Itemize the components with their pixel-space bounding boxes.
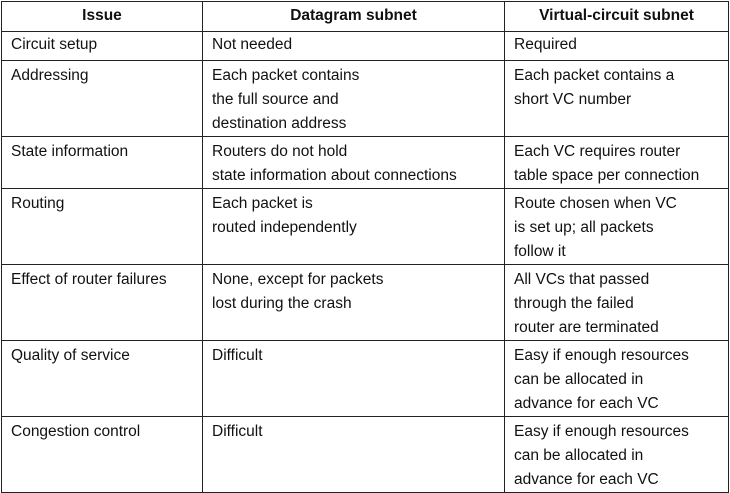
cell-line: Each packet is [212, 195, 313, 212]
cell-line: Each packet contains a [514, 67, 675, 84]
datagram-cell: Each packet is routed independently [202, 188, 505, 265]
cell-line: can be allocated in [514, 447, 644, 464]
issue-cell: Quality of service [1, 340, 203, 417]
header-virtual-circuit-subnet: Virtual-circuit subnet [504, 1, 729, 32]
issue-cell: Circuit setup [1, 31, 203, 61]
cell-line: table space per connection [514, 167, 700, 184]
cell-line: Difficult [212, 347, 263, 364]
cell-line: Each VC requires router [514, 143, 681, 160]
table-row: Congestion control Difficult Easy if eno… [1, 416, 729, 493]
cell-line: can be allocated in [514, 371, 644, 388]
cell-line: short VC number [514, 91, 632, 108]
issue-cell: Congestion control [1, 416, 203, 493]
vc-cell: Easy if enough resources can be allocate… [504, 340, 729, 417]
header-issue: Issue [1, 1, 203, 32]
issue-cell: Effect of router failures [1, 264, 203, 341]
datagram-cell: Difficult [202, 340, 505, 417]
cell-line: destination address [212, 115, 347, 132]
vc-cell: Each VC requires router table space per … [504, 136, 729, 189]
table-row: Quality of service Difficult Easy if eno… [1, 340, 729, 417]
cell-line: State information [11, 143, 129, 160]
cell-line: Quality of service [11, 347, 130, 364]
header-datagram-subnet: Datagram subnet [202, 1, 505, 32]
datagram-cell: Not needed [202, 31, 505, 61]
table-header-row: Issue Datagram subnet Virtual-circuit su… [1, 1, 729, 32]
cell-line: Addressing [11, 67, 89, 84]
cell-line: None, except for packets [212, 271, 384, 288]
cell-line: All VCs that passed [514, 271, 650, 288]
issue-cell: Addressing [1, 60, 203, 137]
cell-line: router are terminated [514, 319, 659, 336]
table-row: Addressing Each packet contains the full… [1, 60, 729, 137]
datagram-cell: Routers do not hold state information ab… [202, 136, 505, 189]
cell-line: Required [514, 36, 577, 53]
cell-line: Effect of router failures [11, 271, 167, 288]
cell-line: routed independently [212, 219, 357, 236]
datagram-cell: None, except for packets lost during the… [202, 264, 505, 341]
cell-line: the full source and [212, 91, 339, 108]
cell-line: Each packet contains [212, 67, 360, 84]
vc-cell: Required [504, 31, 729, 61]
cell-line: follow it [514, 243, 566, 260]
issue-cell: State information [1, 136, 203, 189]
vc-cell: Each packet contains a short VC number [504, 60, 729, 137]
vc-cell: Easy if enough resources can be allocate… [504, 416, 729, 493]
cell-line: state information about connections [212, 167, 457, 184]
cell-line: Routing [11, 195, 65, 212]
cell-line: Routers do not hold [212, 143, 348, 160]
cell-line: Not needed [212, 36, 293, 53]
datagram-cell: Difficult [202, 416, 505, 493]
datagram-cell: Each packet contains the full source and… [202, 60, 505, 137]
vc-cell: Route chosen when VC is set up; all pack… [504, 188, 729, 265]
cell-line: Difficult [212, 423, 263, 440]
vc-cell: All VCs that passed through the failed r… [504, 264, 729, 341]
cell-line: Easy if enough resources [514, 347, 689, 364]
cell-line: lost during the crash [212, 295, 352, 312]
table-row: Effect of router failures None, except f… [1, 264, 729, 341]
cell-line: advance for each VC [514, 395, 659, 412]
cell-line: Congestion control [11, 423, 141, 440]
table-row: Routing Each packet is routed independen… [1, 188, 729, 265]
table-row: Circuit setup Not needed Required [1, 31, 729, 61]
cell-line: is set up; all packets [514, 219, 654, 236]
cell-line: Easy if enough resources [514, 423, 689, 440]
cell-line: advance for each VC [514, 471, 659, 488]
cell-line: Circuit setup [11, 36, 98, 53]
cell-line: through the failed [514, 295, 634, 312]
table-row: State information Routers do not hold st… [1, 136, 729, 189]
cell-line: Route chosen when VC [514, 195, 677, 212]
issue-cell: Routing [1, 188, 203, 265]
